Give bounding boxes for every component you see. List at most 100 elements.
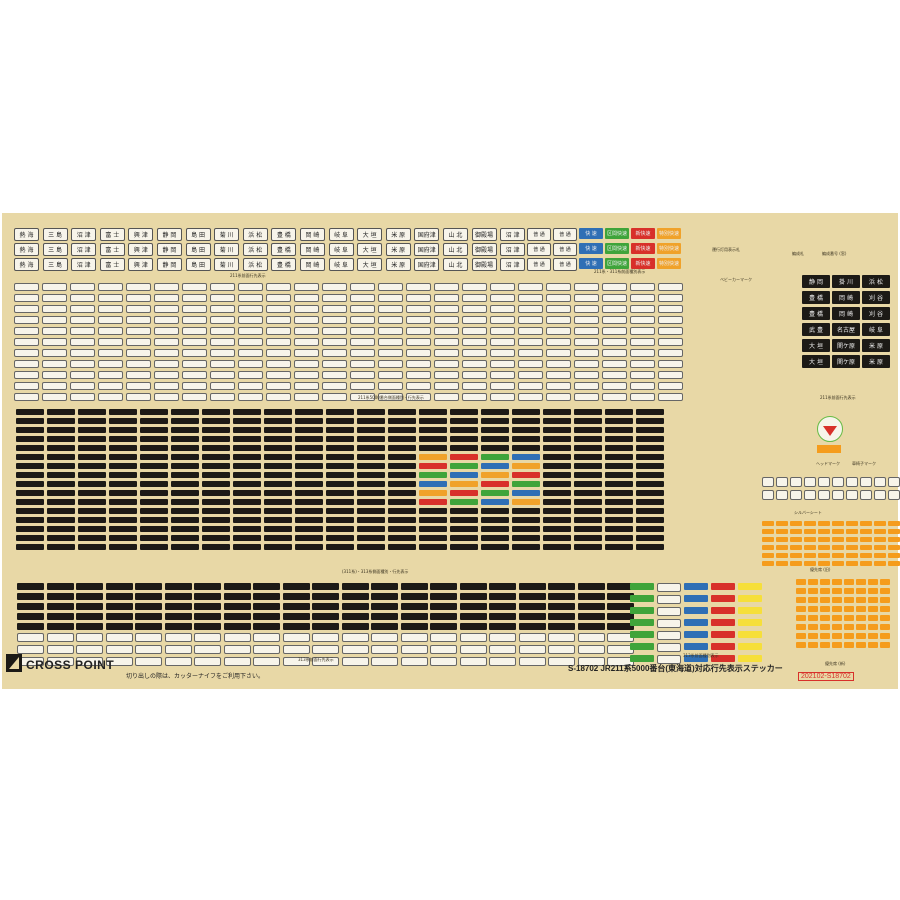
side-display-plate	[574, 436, 602, 442]
side-display-plate	[16, 526, 44, 532]
side-plate	[154, 327, 179, 335]
front-313-plate	[341, 623, 369, 630]
side-plate	[546, 360, 571, 368]
station-plate: 島 田	[185, 258, 211, 271]
front-station-plate: 名古屋	[832, 323, 860, 336]
type-313-plate	[657, 619, 681, 628]
side-plate	[406, 371, 431, 379]
priority-seat-old	[888, 521, 900, 526]
side-display-plate	[543, 544, 571, 550]
front-313-plate	[577, 645, 605, 654]
side-plate	[434, 371, 459, 379]
side-plate	[490, 360, 515, 368]
station-plate: 静 岡	[156, 243, 182, 256]
priority-new-grid	[796, 579, 890, 648]
station-plate: 御殿場	[471, 243, 497, 256]
priority-seat-old	[874, 537, 886, 542]
priority-seat-old	[846, 537, 858, 542]
side-display-plate	[388, 517, 416, 523]
side-display-plate	[109, 409, 137, 415]
front-313-plate	[489, 613, 516, 620]
side-display-plate	[78, 436, 106, 442]
type-313-plate	[711, 607, 735, 614]
side-plate	[462, 338, 487, 346]
side-display-plate	[202, 499, 230, 505]
side-display-plate	[388, 544, 416, 550]
side-display-plate	[202, 454, 230, 460]
priority-seat-old	[860, 537, 872, 542]
side-plate	[658, 283, 683, 291]
station-plate: 富 士	[99, 258, 125, 271]
priority-seat-new	[820, 579, 830, 585]
side-display-plate	[481, 436, 509, 442]
type-plate: 新快速	[631, 228, 655, 239]
side-plate	[294, 305, 319, 313]
type-313-plate	[711, 655, 735, 662]
side-display-plate	[47, 544, 75, 550]
product-title: S-18702 JR211系5000番台(東海道)対応行先表示ステッカー	[568, 664, 783, 673]
side-destination-grid-a	[14, 283, 683, 401]
front-313-grid	[17, 583, 634, 666]
side-display-plate	[481, 490, 509, 496]
silver-seat-mark	[818, 477, 830, 487]
side-plate	[294, 360, 319, 368]
priority-seat-new	[868, 633, 878, 639]
type-plate: 普 通	[527, 243, 551, 256]
front-313-plate	[282, 633, 310, 642]
type-plate: 区間快速	[605, 243, 629, 254]
side-display-plate	[47, 472, 75, 478]
side-display-plate	[109, 490, 137, 496]
side-display-plate	[109, 508, 137, 514]
side-plate	[154, 338, 179, 346]
side-display-plate	[357, 508, 385, 514]
front-313-plate	[46, 583, 74, 590]
station-plate: 米 原	[385, 228, 411, 241]
priority-seat-new	[868, 642, 878, 648]
silver-seat-mark	[832, 477, 844, 487]
side-display-plate	[450, 472, 478, 478]
side-plate	[98, 371, 123, 379]
side-plate	[42, 382, 67, 390]
side-display-plate	[233, 481, 261, 487]
front-313-plate	[223, 593, 251, 600]
type-313-plate	[684, 607, 708, 614]
side-display-plate	[171, 472, 199, 478]
side-display-plate	[388, 526, 416, 532]
side-display-plate	[78, 445, 106, 451]
side-display-grid	[16, 409, 664, 550]
caption-stroller-mark: ベビーカーマーク	[720, 277, 752, 282]
side-display-plate	[233, 544, 261, 550]
side-plate	[378, 393, 403, 401]
type-plate: 普 通	[553, 243, 577, 256]
front-313-plate	[105, 657, 133, 666]
side-display-plate	[295, 481, 323, 487]
side-plate	[70, 338, 95, 346]
side-display-plate	[543, 490, 571, 496]
side-plate	[154, 283, 179, 291]
front-313-plate	[518, 603, 546, 610]
front-313-plate	[341, 603, 369, 610]
station-plate: 浜 松	[242, 258, 268, 271]
station-plate: 御殿場	[471, 258, 497, 271]
side-display-plate	[481, 409, 509, 415]
side-display-plate	[605, 445, 633, 451]
side-display-plate	[295, 508, 323, 514]
side-display-plate	[326, 508, 354, 514]
side-plate	[294, 349, 319, 357]
side-plate	[182, 393, 207, 401]
side-plate	[630, 283, 655, 291]
side-display-plate	[419, 436, 447, 442]
side-display-plate	[357, 436, 385, 442]
side-display-plate	[233, 508, 261, 514]
side-display-plate	[326, 436, 354, 442]
side-display-plate	[264, 499, 292, 505]
side-display-plate	[264, 409, 292, 415]
side-display-plate	[388, 436, 416, 442]
side-plate	[322, 316, 347, 324]
side-plate	[490, 338, 515, 346]
side-display-plate	[171, 481, 199, 487]
side-plate	[546, 305, 571, 313]
side-plate	[574, 382, 599, 390]
side-display-plate	[419, 499, 447, 505]
silver-seat-grid	[762, 477, 900, 500]
